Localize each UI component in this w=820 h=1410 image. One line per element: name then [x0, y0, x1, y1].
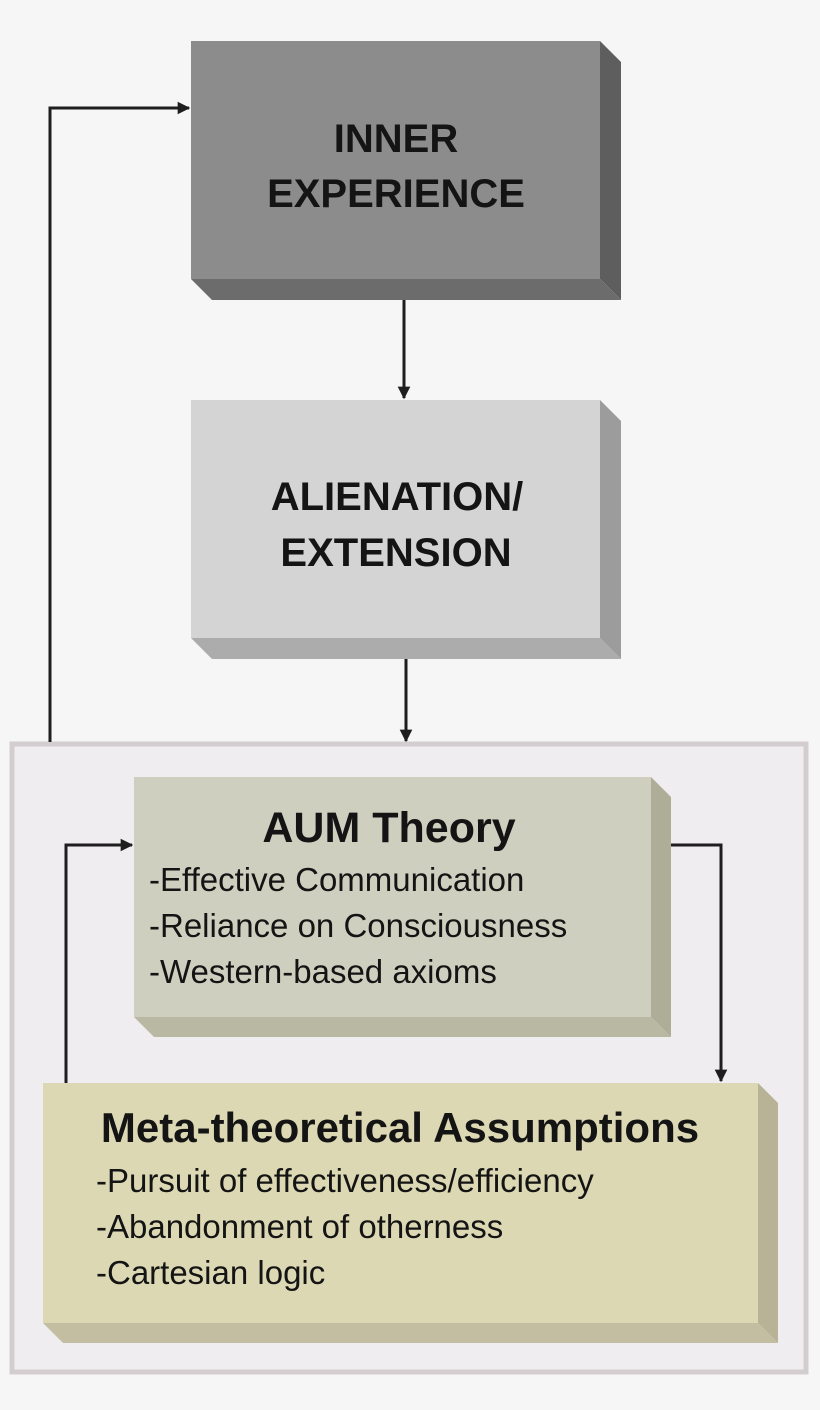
- alienation-extension-box: ALIENATION/ EXTENSION: [191, 400, 621, 659]
- alienation-box-side: [600, 400, 621, 659]
- alienation-box-face: [191, 400, 600, 638]
- arrow-theory-group-to-inner: [48, 101, 191, 742]
- meta-theoretical-box: Meta-theoretical Assumptions -Pursuit of…: [43, 1083, 778, 1343]
- meta-item-3: -Cartesian logic: [96, 1254, 325, 1291]
- meta-item-2: -Abandonment of otherness: [96, 1208, 503, 1245]
- inner-experience-line2: EXPERIENCE: [267, 172, 525, 216]
- arrow-meta-to-aum: [64, 838, 134, 1083]
- alienation-line2: EXTENSION: [280, 531, 511, 575]
- aum-item-2: -Reliance on Consciousness: [149, 907, 567, 944]
- meta-box-face: [43, 1083, 758, 1323]
- inner-experience-box: INNER EXPERIENCE: [191, 41, 621, 300]
- meta-box-side: [758, 1083, 778, 1343]
- aum-box-side: [651, 777, 671, 1037]
- alienation-line1: ALIENATION/: [271, 475, 524, 519]
- meta-theoretical-title: Meta-theoretical Assumptions: [101, 1104, 699, 1151]
- alienation-box-bottom: [191, 638, 621, 659]
- aum-theory-title: AUM Theory: [262, 804, 515, 852]
- aum-item-1: -Effective Communication: [149, 861, 524, 898]
- inner-experience-box-side: [600, 41, 621, 300]
- meta-item-1: -Pursuit of effectiveness/efficiency: [96, 1162, 594, 1199]
- inner-experience-box-bottom: [191, 279, 621, 300]
- aum-box-face: [134, 777, 651, 1017]
- meta-box-bottom: [43, 1323, 778, 1343]
- aum-box-bottom: [134, 1017, 671, 1037]
- aum-item-3: -Western-based axioms: [149, 953, 497, 990]
- inner-experience-line1: INNER: [334, 117, 459, 161]
- arrow-aum-to-meta: [671, 843, 728, 1083]
- aum-theory-box: AUM Theory -Effective Communication -Rel…: [134, 777, 671, 1037]
- inner-experience-box-face: [191, 41, 600, 279]
